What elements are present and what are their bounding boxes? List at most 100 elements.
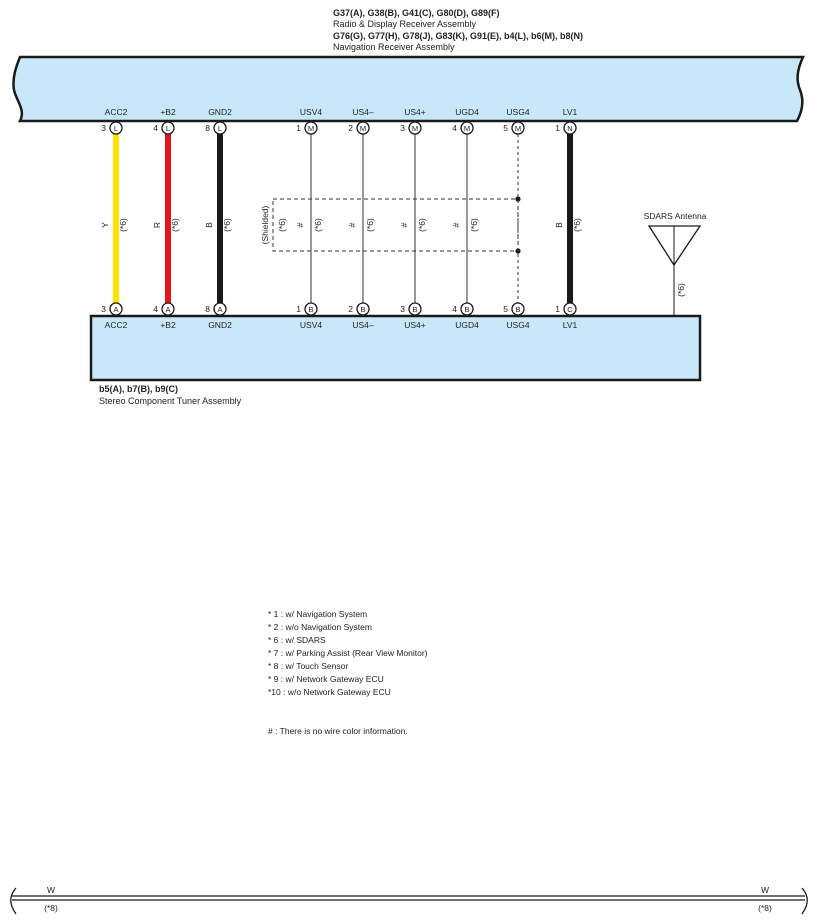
antenna-label: SDARS Antenna xyxy=(644,211,707,221)
top-assembly-name-1: Radio & Display Receiver Assembly xyxy=(333,19,477,29)
bottom-pin-number-gnd2: 8 xyxy=(205,304,210,314)
top-pin-number-us4: 3 xyxy=(400,123,405,133)
bottom-connector-lv1: C xyxy=(567,305,573,314)
bottom-assembly-connectors: b5(A), b7(B), b9(C) xyxy=(99,384,178,394)
legend-item: * 8 : w/ Touch Sensor xyxy=(268,661,348,671)
legend-item: * 6 : w/ SDARS xyxy=(268,635,326,645)
top-connector-b2: L xyxy=(166,124,170,133)
bottom-pin-circle-ugd4 xyxy=(460,302,474,316)
wire-color-code-us4: # xyxy=(347,222,357,227)
wire-note-us4: (*6) xyxy=(365,218,375,232)
top-assembly-connectors-2: G76(G), G77(H), G78(J), G83(K), G91(E), … xyxy=(333,31,583,41)
top-pin-number-us4: 2 xyxy=(348,123,353,133)
wire-note-ugd4: (*6) xyxy=(469,218,479,232)
top-pin-number-b2: 4 xyxy=(153,123,158,133)
bottom-connector-us4: B xyxy=(360,305,365,314)
bottom-signal-us4: US4– xyxy=(352,320,374,330)
top-connector-us4: M xyxy=(360,124,366,133)
bottom-pin-circle-usv4 xyxy=(304,302,318,316)
bottom-signal-lv1: LV1 xyxy=(563,320,578,330)
bottom-pin-number-us4: 3 xyxy=(400,304,405,314)
wire-note-us4: (*6) xyxy=(417,218,427,232)
legend-item: * 2 : w/o Navigation System xyxy=(268,622,372,632)
bottom-connector-acc2: A xyxy=(113,305,118,314)
hash-note: # : There is no wire color information. xyxy=(268,726,408,736)
bottom-pin-circle-usg4 xyxy=(511,302,525,316)
wire-color-code-usv4: # xyxy=(295,222,305,227)
bottom-pin-circle-acc2 xyxy=(109,302,123,316)
legend-item: *10 : w/o Network Gateway ECU xyxy=(268,687,391,697)
wire-color-code-b2: R xyxy=(152,222,162,228)
bottom-wire xyxy=(10,887,808,915)
shield-note: (*6) xyxy=(277,218,287,232)
top-pin-circle-b2 xyxy=(161,121,175,135)
top-connector-usv4: M xyxy=(308,124,314,133)
bottom-pin-number-lv1: 1 xyxy=(555,304,560,314)
bottom-signal-acc2: ACC2 xyxy=(105,320,128,330)
top-connector-usg4: M xyxy=(515,124,521,133)
bottom-pin-number-us4: 2 xyxy=(348,304,353,314)
top-signal-ugd4: UGD4 xyxy=(455,107,479,117)
wire-note-b2: (*6) xyxy=(170,218,180,232)
bottom-wire-right-label: W xyxy=(761,885,769,895)
top-pin-circle-acc2 xyxy=(109,121,123,135)
shield-junction-top xyxy=(515,196,521,202)
bottom-wire-right-note: (*8) xyxy=(758,903,772,913)
bottom-connector-usg4: B xyxy=(515,305,520,314)
wire-color-code-gnd2: B xyxy=(204,222,214,228)
bottom-signal-gnd2: GND2 xyxy=(208,320,232,330)
top-pin-number-ugd4: 4 xyxy=(452,123,457,133)
bottom-connector-us4: B xyxy=(412,305,417,314)
bottom-pin-number-b2: 4 xyxy=(153,304,158,314)
bottom-pin-number-ugd4: 4 xyxy=(452,304,457,314)
wire-note-usv4: (*6) xyxy=(313,218,323,232)
bottom-pin-number-acc2: 3 xyxy=(101,304,106,314)
top-connector-acc2: L xyxy=(114,124,118,133)
legend-item: * 7 : w/ Parking Assist (Rear View Monit… xyxy=(268,648,428,658)
bottom-wire-left-label: W xyxy=(47,885,55,895)
wire-note-gnd2: (*6) xyxy=(222,218,232,232)
wire-note-acc2: (*6) xyxy=(118,218,128,232)
top-signal-gnd2: GND2 xyxy=(208,107,232,117)
bottom-wire-left-note: (*8) xyxy=(44,903,58,913)
top-signal-us4: US4– xyxy=(352,107,374,117)
top-pin-circle-usg4 xyxy=(511,121,525,135)
bottom-assembly-name: Stereo Component Tuner Assembly xyxy=(99,396,242,406)
bottom-connector-ugd4: B xyxy=(464,305,469,314)
stereo-tuner-box xyxy=(89,314,702,382)
top-connector-ugd4: M xyxy=(464,124,470,133)
top-pin-circle-ugd4 xyxy=(460,121,474,135)
wire-color-code-lv1: B xyxy=(554,222,564,228)
top-signal-us4: US4+ xyxy=(404,107,426,117)
bottom-signal-b2: +B2 xyxy=(160,320,176,330)
top-connector-gnd2: L xyxy=(218,124,222,133)
wire-note-lv1: (*6) xyxy=(572,218,582,232)
wire-color-code-ugd4: # xyxy=(451,222,461,227)
bottom-connector-b2: A xyxy=(165,305,170,314)
bottom-connector-usv4: B xyxy=(308,305,313,314)
bottom-pin-number-usg4: 5 xyxy=(503,304,508,314)
bottom-signal-us4: US4+ xyxy=(404,320,426,330)
legend: * 1 : w/ Navigation System * 2 : w/o Navi… xyxy=(268,609,428,697)
bottom-pin-number-usv4: 1 xyxy=(296,304,301,314)
antenna-note: (*6) xyxy=(676,283,686,297)
top-pin-circle-us4 xyxy=(408,121,422,135)
bottom-signal-ugd4: UGD4 xyxy=(455,320,479,330)
wire-color-code-acc2: Y xyxy=(100,222,110,228)
legend-item: * 1 : w/ Navigation System xyxy=(268,609,367,619)
wire-color-code-us4: # xyxy=(399,222,409,227)
top-pin-circle-usv4 xyxy=(304,121,318,135)
top-pin-number-usv4: 1 xyxy=(296,123,301,133)
top-signal-usv4: USV4 xyxy=(300,107,322,117)
top-connector-lv1: N xyxy=(567,124,572,133)
top-pin-circle-lv1 xyxy=(563,121,577,135)
top-signal-b2: +B2 xyxy=(160,107,176,117)
shield-box xyxy=(272,198,519,252)
top-assembly-connectors-1: G37(A), G38(B), G41(C), G80(D), G89(F) xyxy=(333,8,500,18)
top-pin-number-acc2: 3 xyxy=(101,123,106,133)
top-pin-number-usg4: 5 xyxy=(503,123,508,133)
bottom-connector-gnd2: A xyxy=(217,305,222,314)
top-signal-acc2: ACC2 xyxy=(105,107,128,117)
bottom-pin-circle-lv1 xyxy=(563,302,577,316)
